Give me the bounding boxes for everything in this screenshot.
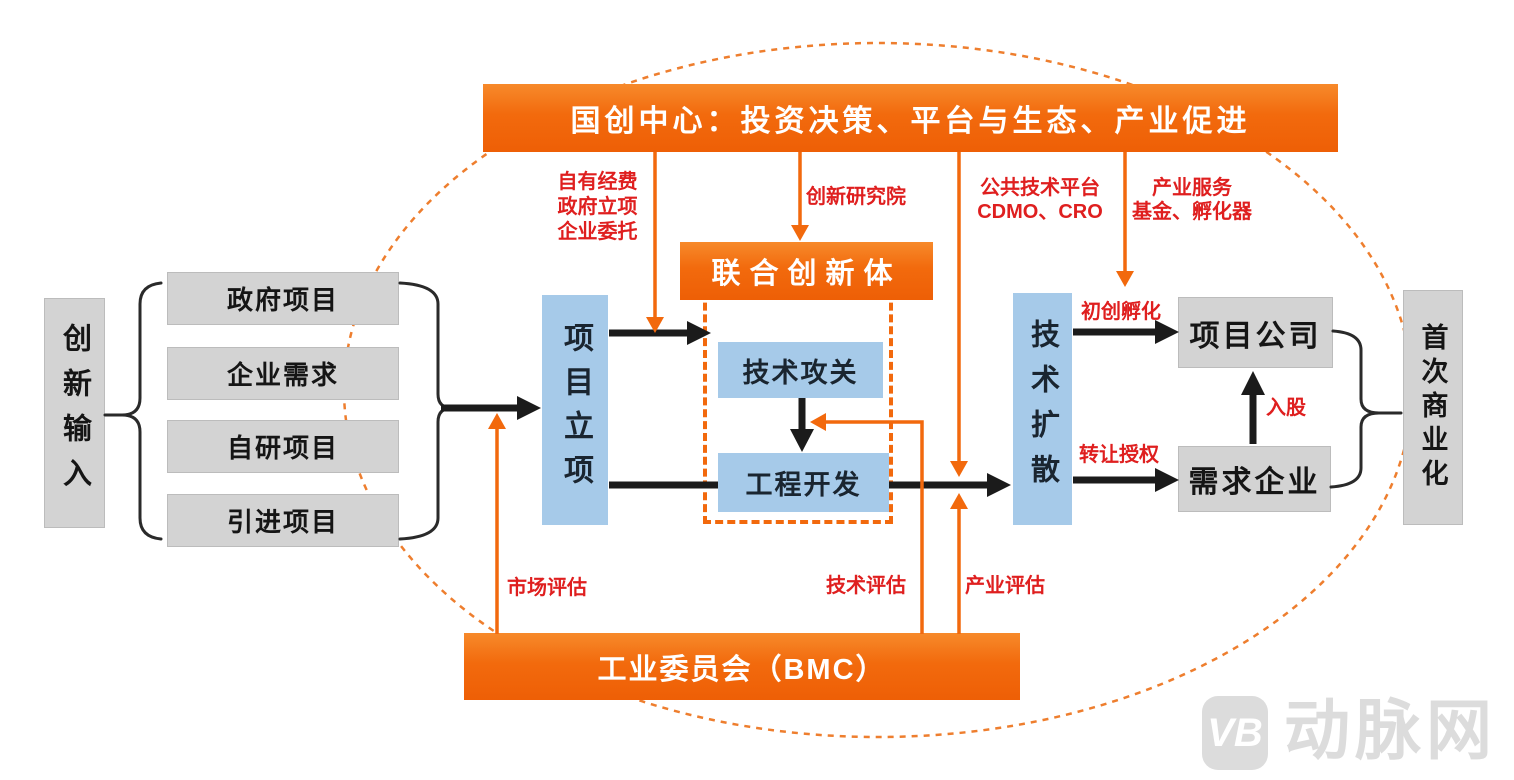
source-imported-project: 引进项目	[167, 494, 399, 547]
brace-sources-to-initiation	[398, 281, 454, 541]
tech-research-box: 技术攻关	[718, 342, 883, 398]
source-self-research-project: 自研项目	[167, 420, 399, 473]
watermark-text: 动脉网	[1284, 693, 1497, 767]
source-enterprise-demand: 企业需求	[167, 347, 399, 400]
startup-incubation-label: 初创孵化	[1081, 301, 1161, 323]
market-evaluation-label: 市场评估	[507, 577, 587, 599]
brace-to-commercialization	[1329, 329, 1403, 489]
industry-service-label: 产业服务 基金、孵化器	[1132, 177, 1252, 223]
brace-left	[103, 281, 163, 541]
first-commercialization-box: 首次商业化	[1403, 290, 1463, 525]
innovation-institute-label: 创新研究院	[806, 186, 906, 208]
bmc-banner: 工业委员会（BMC）	[464, 633, 1020, 700]
national-center-banner: 国创中心：投资决策、平台与生态、产业促进	[483, 84, 1338, 152]
transfer-license-label: 转让授权	[1079, 444, 1159, 466]
tech-diffusion-box: 技术扩散	[1013, 293, 1072, 525]
engineering-dev-box: 工程开发	[718, 453, 889, 512]
project-company-box: 项目公司	[1178, 297, 1333, 368]
tech-evaluation-label: 技术评估	[826, 575, 906, 597]
innovation-input-box: 创新输入	[44, 298, 105, 528]
joint-innovation-body-box: 联合创新体	[680, 242, 933, 300]
source-government-project: 政府项目	[167, 272, 399, 325]
demand-enterprise-box: 需求企业	[1178, 446, 1331, 512]
industry-evaluation-label: 产业评估	[965, 575, 1045, 597]
equity-investment-label: 入股	[1266, 397, 1306, 419]
funding-label: 自有经费 政府立项 企业委托	[557, 171, 638, 243]
vb-logo-icon: VB	[1202, 696, 1268, 770]
project-initiation-box: 项目立项	[542, 295, 608, 525]
public-platform-label: 公共技术平台 CDMO、CRO	[977, 177, 1103, 223]
